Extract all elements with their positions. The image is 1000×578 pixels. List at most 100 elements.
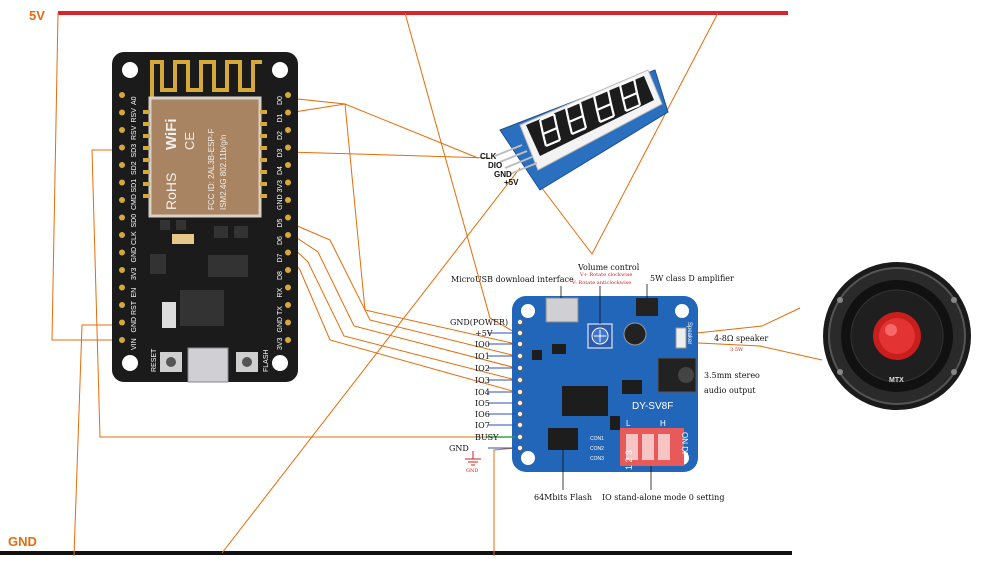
esp-pin-label: VIN — [131, 338, 138, 350]
esp-pin-hole — [119, 249, 125, 256]
wire-d3-dio — [287, 151, 491, 159]
audio-out-line1: 3.5mm stereo — [704, 371, 760, 380]
audio-out-line2: audio output — [704, 386, 756, 395]
wire-d6-io2 — [287, 231, 517, 369]
esp-pin-label: EN — [131, 288, 138, 298]
esp-pin-hole — [285, 302, 291, 308]
display-pin-gnd: GND — [494, 170, 512, 179]
rohs-text: RoHS — [163, 173, 179, 210]
flash-label: FLASH — [263, 349, 270, 372]
usb-label: MicroUSB download interface — [451, 275, 574, 284]
audio-pin-header — [488, 318, 524, 452]
esp-board: VINGNDRSTEN3V3GNDCLKSD0CMDSD1SD2SD3RSVRS… — [112, 52, 298, 383]
esp-pin-hole — [285, 162, 291, 168]
audio-usb-port — [545, 297, 579, 323]
esp-pin-label: RX — [277, 287, 284, 297]
volume-title: Volume control — [577, 263, 640, 272]
esp-pin-label: SD2 — [131, 161, 138, 175]
flash-button[interactable] — [236, 352, 258, 372]
capacitor — [623, 322, 647, 346]
audio-pin-label: IO1 — [475, 352, 490, 361]
switch-h-label: H — [660, 419, 666, 428]
audio-pin-label: IO7 — [475, 421, 490, 430]
esp-pin-label: D4 — [277, 166, 284, 175]
speaker-pin-label: Speaker — [686, 322, 692, 344]
audio-pin-hole — [516, 421, 524, 429]
audio-pin-hole — [516, 433, 524, 441]
esp-pin-hole — [119, 284, 125, 291]
esp-pin-hole — [285, 109, 291, 116]
audio-pin-label: GND(POWER) — [450, 318, 508, 327]
reset-button[interactable] — [160, 352, 182, 372]
audio-board-silkscreen: DY-SV8F L H ON DP 1 2 3 Speaker CON1 CON… — [590, 322, 692, 470]
esp-pin-hole — [119, 179, 125, 186]
esp-pin-label: D5 — [277, 218, 284, 227]
esp-pin-hole — [285, 284, 291, 291]
display-module — [494, 69, 669, 191]
speaker-power: 3-5W — [730, 347, 744, 353]
audio-pin-label: IO0 — [475, 340, 490, 349]
wifi-badge: WiFi — [163, 118, 180, 150]
display-header-pins — [494, 144, 538, 175]
audio-pin-hole — [516, 340, 524, 348]
mode-label: IO stand-alone mode 0 setting — [602, 493, 724, 502]
audio-pin-hole — [516, 399, 524, 407]
flash-label-audio: 64Mbits Flash — [534, 493, 592, 502]
esp-pin-hole — [285, 249, 291, 256]
esp-pin-label: CLK — [131, 231, 138, 245]
gnd-symbol-label: GND — [466, 468, 478, 474]
display-pin-clk: CLK — [480, 152, 497, 161]
wire-gnd-display — [221, 167, 521, 554]
vcc-rail-label: 5V — [29, 8, 45, 23]
esp-pin-label: D7 — [277, 253, 284, 262]
esp-pin-label: GND — [131, 317, 138, 333]
speaker-terminal — [675, 327, 687, 349]
switch-top-label: ON DP — [680, 432, 689, 457]
esp-pin-label: D2 — [277, 131, 284, 140]
esp-pin-label: SD1 — [131, 179, 138, 193]
esp-pin-hole — [119, 144, 125, 151]
speaker-spec: 4-8Ω speaker — [714, 334, 768, 343]
esp-pin-hole — [119, 337, 125, 343]
audio-annotations: MicroUSB download interface Volume contr… — [451, 263, 768, 502]
esp-pin-hole — [285, 179, 291, 186]
decoder-chip — [562, 386, 608, 416]
audio-pin-hole — [516, 376, 524, 384]
esp-pin-hole — [119, 267, 125, 273]
esp-pin-hole — [285, 92, 291, 98]
gnd-rail-label: GND — [8, 534, 37, 549]
switch-l-label: L — [626, 419, 631, 428]
display-pin-5v: +5V — [504, 178, 519, 187]
amp-chip — [636, 298, 658, 316]
esp-pin-label: RSV — [131, 108, 138, 123]
display-pin-labels: CLK DIO GND +5V — [480, 152, 519, 187]
esp-pin-hole — [119, 92, 125, 98]
speaker-logo: MTX — [889, 377, 904, 384]
speaker — [823, 262, 971, 410]
audio-pin-hole — [516, 444, 524, 452]
esp-pin-hole — [285, 144, 291, 151]
esp-pin-hole — [119, 109, 125, 116]
wire-5v-audio — [404, 12, 517, 334]
volume-knob[interactable] — [587, 323, 613, 349]
esp-pin-label: 3V3 — [277, 180, 284, 193]
audio-pin-label: IO4 — [475, 388, 490, 397]
wire-spk-plus — [677, 307, 801, 336]
audio-pin-hole — [516, 364, 524, 372]
wire-d1-io0 — [287, 97, 517, 345]
esp-pin-label: 3V3 — [131, 267, 138, 280]
esp-pin-hole — [119, 214, 125, 221]
esp-pin-label: RSV — [131, 125, 138, 140]
esp-pin-hole — [119, 127, 125, 133]
gnd-symbol — [465, 451, 481, 466]
esp-pin-label: RST — [131, 300, 138, 315]
ce-text: CE — [182, 132, 197, 150]
audio-pin-hole — [516, 410, 524, 418]
leader-lines — [560, 284, 652, 490]
module-line-2: ISM2.4G 802.11b/g/n — [219, 135, 228, 210]
esp-pin-label: GND — [277, 317, 284, 333]
esp-pin-label: GND — [131, 247, 138, 263]
audio-pin-label: IO3 — [475, 376, 490, 385]
dip-switch[interactable] — [620, 428, 684, 466]
